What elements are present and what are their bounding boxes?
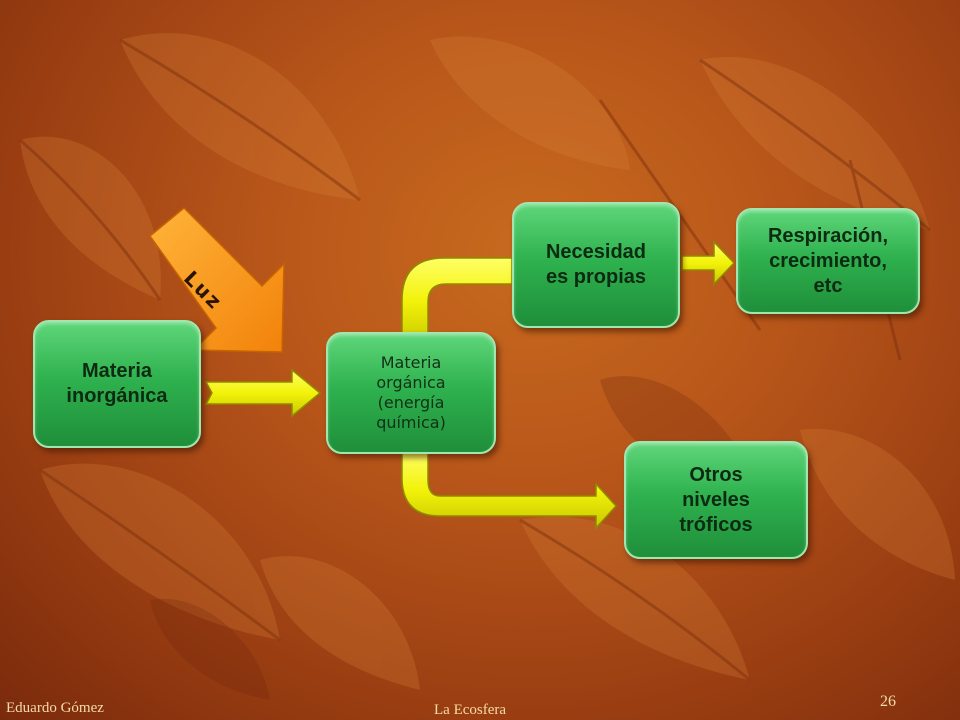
footer-author: Eduardo Gómez (6, 700, 104, 716)
node-label: Materia inorgánica (66, 360, 168, 407)
node-necesidades-propias: Necesidad es propias (512, 202, 680, 328)
node-label-line: Otros (689, 463, 743, 486)
node-materia-inorganica: Materia inorgánica (33, 320, 201, 448)
node-otros-niveles-troficos: Otros niveles tróficos (624, 441, 808, 559)
arrow-organic-to-other-levels (401, 451, 618, 530)
arrow-inorganic-to-organic (204, 368, 322, 418)
node-label-line: Materia (380, 353, 442, 372)
node-label-line: (energía (377, 393, 445, 412)
node-label-line: orgánica (376, 373, 446, 392)
page-number: 26 (880, 693, 896, 710)
node-label-line: tróficos (679, 513, 753, 536)
arrow-needs-to-respiration (681, 240, 736, 286)
node-materia-organica: Materia orgánica (energía química) (326, 332, 496, 454)
node-label-line: crecimiento, (769, 249, 887, 272)
light-arrow (148, 206, 285, 353)
node-label-line: niveles (682, 488, 750, 511)
node-label-line: química) (376, 413, 446, 432)
node-label-line: Respiración, (767, 224, 889, 247)
node-respiracion: Respiración, crecimiento, etc (736, 208, 920, 314)
node-label-line: es propias (545, 266, 647, 288)
footer-subtitle: La Ecosfera (434, 702, 507, 718)
node-label-line: Necesidad (545, 241, 647, 263)
node-label-line: etc (813, 274, 843, 297)
